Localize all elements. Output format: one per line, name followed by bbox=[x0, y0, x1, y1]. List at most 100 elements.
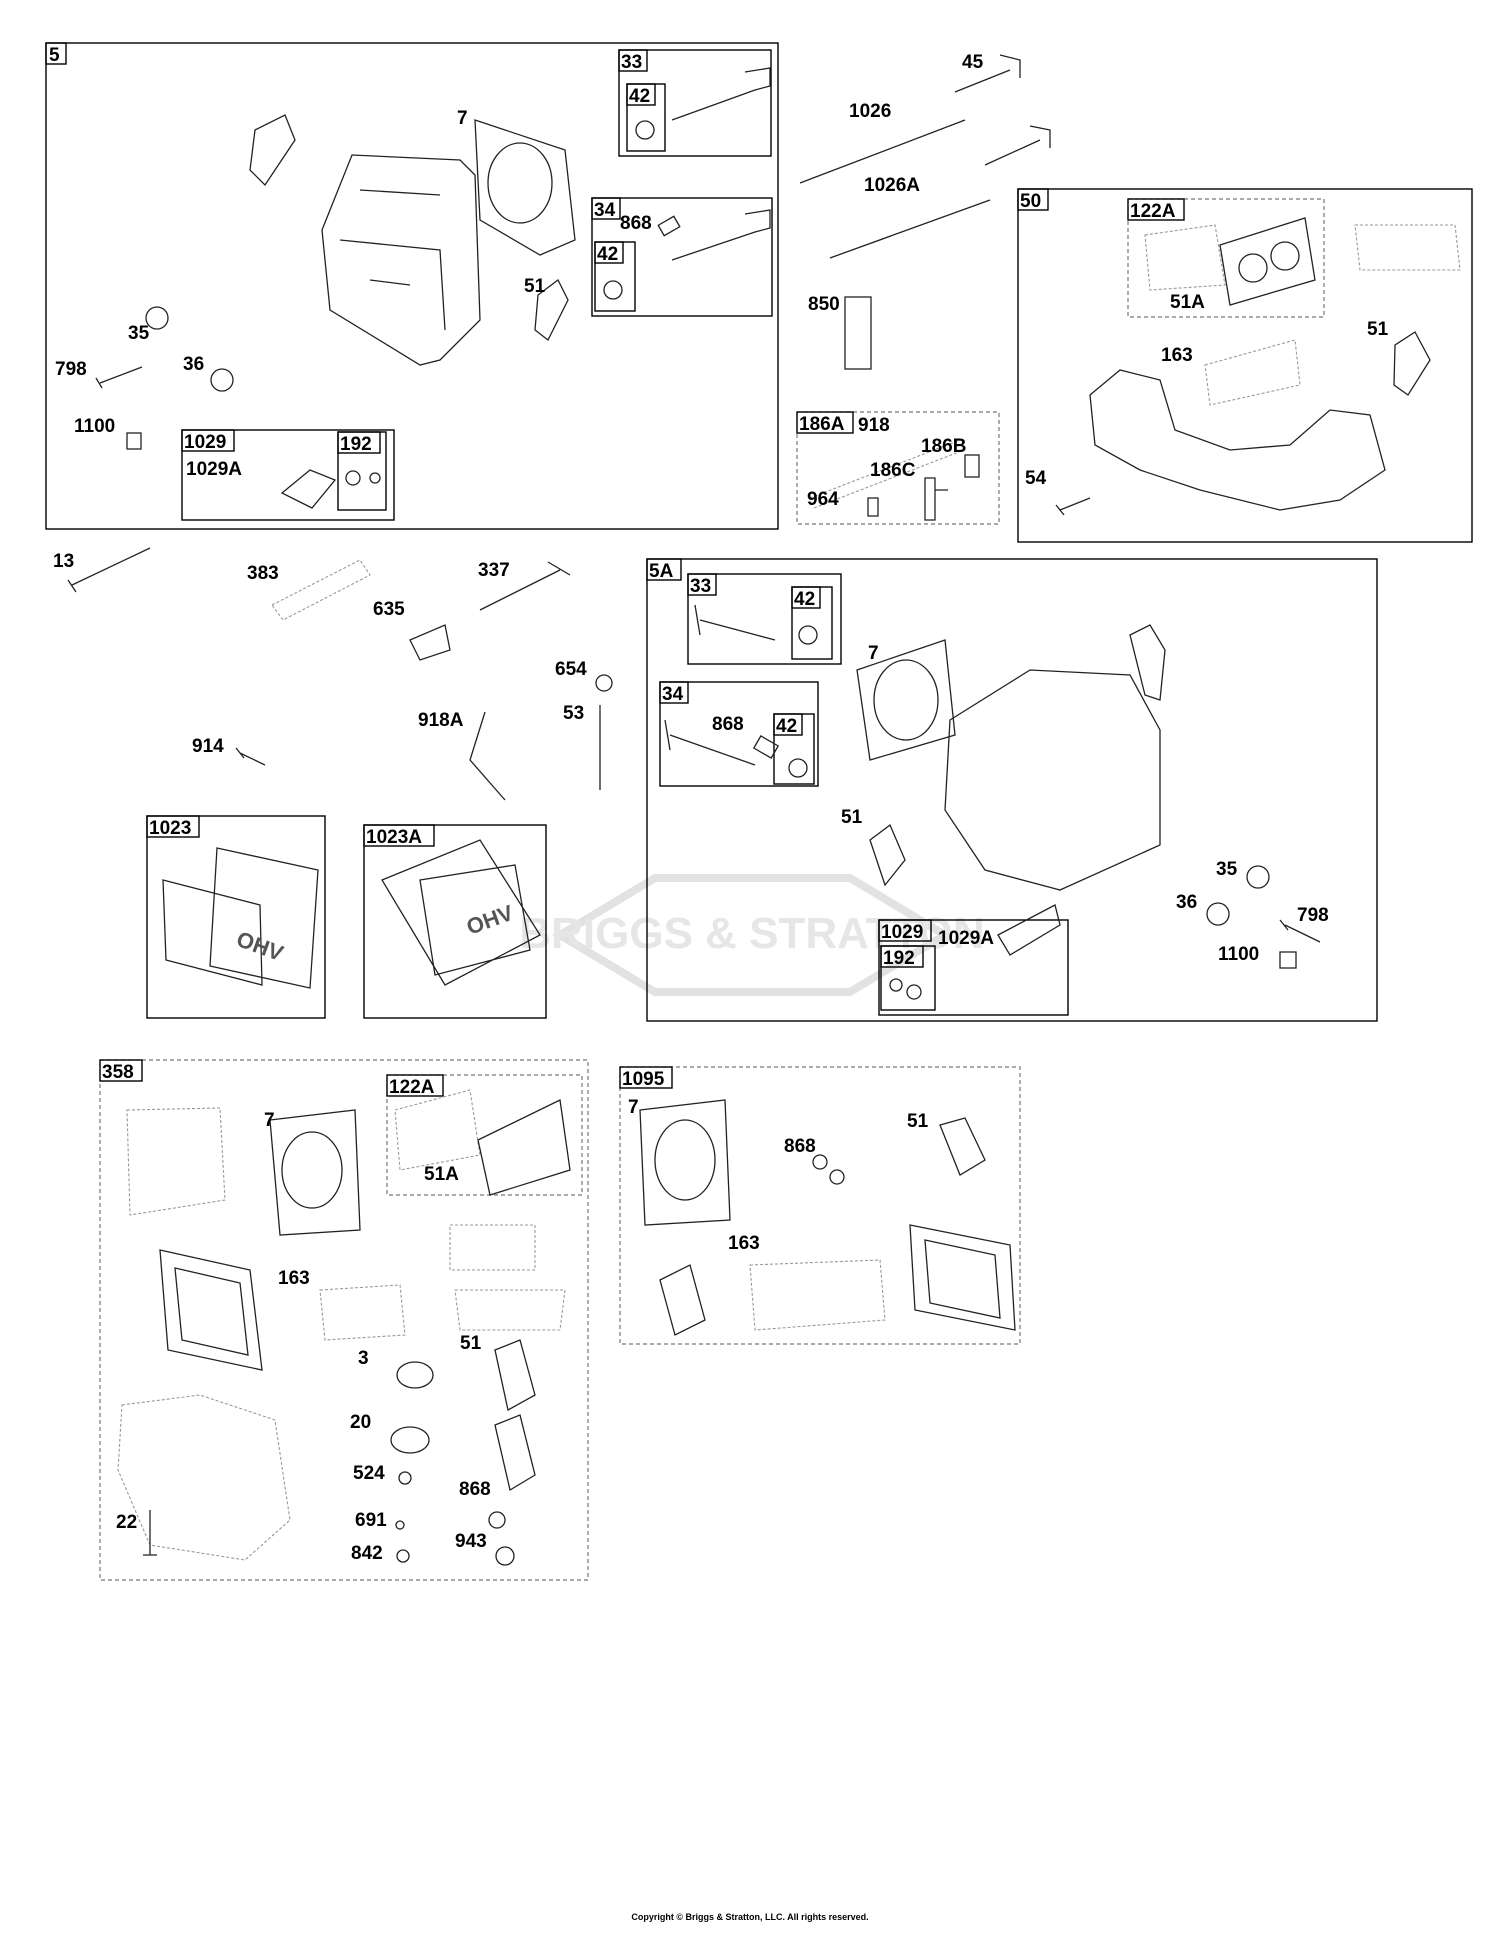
valve-drawing bbox=[984, 125, 1051, 166]
group-label: 42 bbox=[794, 589, 815, 610]
group-label: 192 bbox=[340, 434, 372, 455]
part-label: 918A bbox=[418, 710, 464, 731]
group-label: 34 bbox=[594, 200, 616, 221]
group-label: 33 bbox=[621, 52, 642, 73]
part-label: 918 bbox=[858, 415, 890, 436]
part-label: 798 bbox=[1297, 905, 1329, 926]
part-label: 654 bbox=[555, 659, 587, 680]
part-label: 1029A bbox=[938, 928, 994, 949]
group-label: 5A bbox=[649, 561, 674, 582]
group-358: 358 122A 7 51A 163 3 51 20 524 868 22 69… bbox=[99, 1059, 589, 1581]
group-label: 1023 bbox=[149, 818, 191, 839]
part-label: 337 bbox=[478, 560, 510, 581]
part-label: 51A bbox=[424, 1164, 459, 1185]
part-label: 51 bbox=[460, 1333, 482, 1354]
group-50: 50 122A 51A 51 163 54 bbox=[1017, 188, 1473, 543]
part-label: 53 bbox=[563, 703, 584, 724]
part-label: 842 bbox=[351, 1543, 383, 1564]
part-label: 1029A bbox=[186, 459, 242, 480]
part-label: 868 bbox=[712, 714, 744, 735]
ohv-logo-text: OHV bbox=[463, 900, 517, 940]
group-label: 1029 bbox=[881, 922, 923, 943]
rocker-arm-drawing bbox=[280, 469, 337, 509]
group-label: 122A bbox=[1130, 201, 1176, 222]
group-186A: 186A 918 186B 186C 964 bbox=[796, 411, 1000, 525]
group-1023: 1023 OHV bbox=[146, 815, 326, 1019]
valve-drawing bbox=[671, 67, 771, 121]
part-label: 51A bbox=[1170, 292, 1205, 313]
group-label: 1023A bbox=[366, 827, 422, 848]
briggs-stratton-watermark: BRIGGS & STRATTON bbox=[519, 874, 985, 996]
group-label: 42 bbox=[597, 244, 618, 265]
ohv-logo-text: OHV bbox=[233, 926, 287, 966]
part-label: 868 bbox=[784, 1136, 816, 1157]
part-label: 163 bbox=[278, 1268, 310, 1289]
group-label: 1095 bbox=[622, 1069, 665, 1090]
svg-text:BRIGGS & STRATTON: BRIGGS & STRATTON bbox=[519, 909, 984, 958]
part-label: 3 bbox=[358, 1348, 369, 1369]
head-gasket-drawing bbox=[856, 639, 956, 761]
part-label: 186B bbox=[921, 436, 966, 457]
group-label: 50 bbox=[1020, 191, 1041, 212]
part-label: 1026A bbox=[864, 175, 920, 196]
group-5A: 5A 33 42 34 42 1029 192 7 bbox=[646, 558, 1378, 1022]
exhaust-gasket-drawing bbox=[249, 114, 296, 187]
part-label: 1100 bbox=[74, 416, 115, 437]
part-label: 7 bbox=[264, 1110, 275, 1131]
head-gasket-drawing bbox=[474, 119, 576, 256]
group-label: 186A bbox=[799, 414, 845, 435]
part-label: 964 bbox=[807, 489, 839, 510]
part-label: 524 bbox=[353, 1463, 385, 1484]
group-label: 122A bbox=[389, 1077, 435, 1098]
group-5: 5 33 42 34 42 1029 192 bbox=[45, 42, 779, 530]
part-label: 51 bbox=[841, 807, 863, 828]
sealant-tube-drawing bbox=[844, 296, 872, 370]
group-label: 5 bbox=[49, 45, 60, 66]
part-label: 868 bbox=[459, 1479, 491, 1500]
part-label: 163 bbox=[728, 1233, 760, 1254]
part-label: 7 bbox=[868, 643, 879, 664]
part-label: 51 bbox=[524, 276, 546, 297]
part-label: 1026 bbox=[849, 101, 891, 122]
part-label: 51 bbox=[907, 1111, 929, 1132]
part-label: 54 bbox=[1025, 468, 1047, 489]
part-label: 13 bbox=[53, 551, 74, 572]
part-label: 35 bbox=[1216, 859, 1238, 880]
part-label: 943 bbox=[455, 1531, 487, 1552]
group-label: 192 bbox=[883, 948, 915, 969]
copyright-notice: Copyright © Briggs & Stratton, LLC. All … bbox=[631, 1912, 869, 1922]
loose-parts-middle: 13 383 337 635 654 53 918A 914 bbox=[53, 547, 613, 801]
part-label: 383 bbox=[247, 563, 279, 584]
valve-drawing bbox=[954, 54, 1021, 93]
part-label: 1100 bbox=[1218, 944, 1259, 965]
group-1095: 1095 7 51 868 163 bbox=[619, 1066, 1021, 1345]
group-label: 1029 bbox=[184, 432, 226, 453]
part-label: 22 bbox=[116, 1512, 137, 1533]
group-label: 42 bbox=[629, 86, 650, 107]
pushrod-drawing bbox=[829, 199, 991, 259]
part-label: 7 bbox=[457, 108, 468, 129]
part-label: 186C bbox=[870, 460, 916, 481]
loose-parts-top: 45 1026 1026A 850 bbox=[799, 52, 1051, 370]
part-label: 51 bbox=[1367, 319, 1389, 340]
bolt-drawing bbox=[95, 366, 143, 389]
pushrod-drawing bbox=[799, 119, 966, 184]
group-label: 358 bbox=[102, 1062, 134, 1083]
group-label: 42 bbox=[776, 716, 797, 737]
cylinder-head-drawing bbox=[944, 669, 1161, 891]
part-label: 635 bbox=[373, 599, 405, 620]
part-label: 691 bbox=[355, 1510, 387, 1531]
part-label: 7 bbox=[628, 1097, 639, 1118]
part-label: 36 bbox=[1176, 892, 1197, 913]
exhaust-manifold-drawing bbox=[1089, 369, 1386, 511]
part-label: 35 bbox=[128, 323, 150, 344]
group-label: 33 bbox=[690, 576, 711, 597]
cylinder-head-drawing bbox=[321, 154, 481, 366]
part-label: 914 bbox=[192, 736, 224, 757]
intake-gasket-drawing bbox=[534, 279, 569, 341]
valve-drawing bbox=[671, 209, 771, 261]
part-label: 20 bbox=[350, 1412, 371, 1433]
part-label: 36 bbox=[183, 354, 204, 375]
group-label: 34 bbox=[662, 684, 684, 705]
